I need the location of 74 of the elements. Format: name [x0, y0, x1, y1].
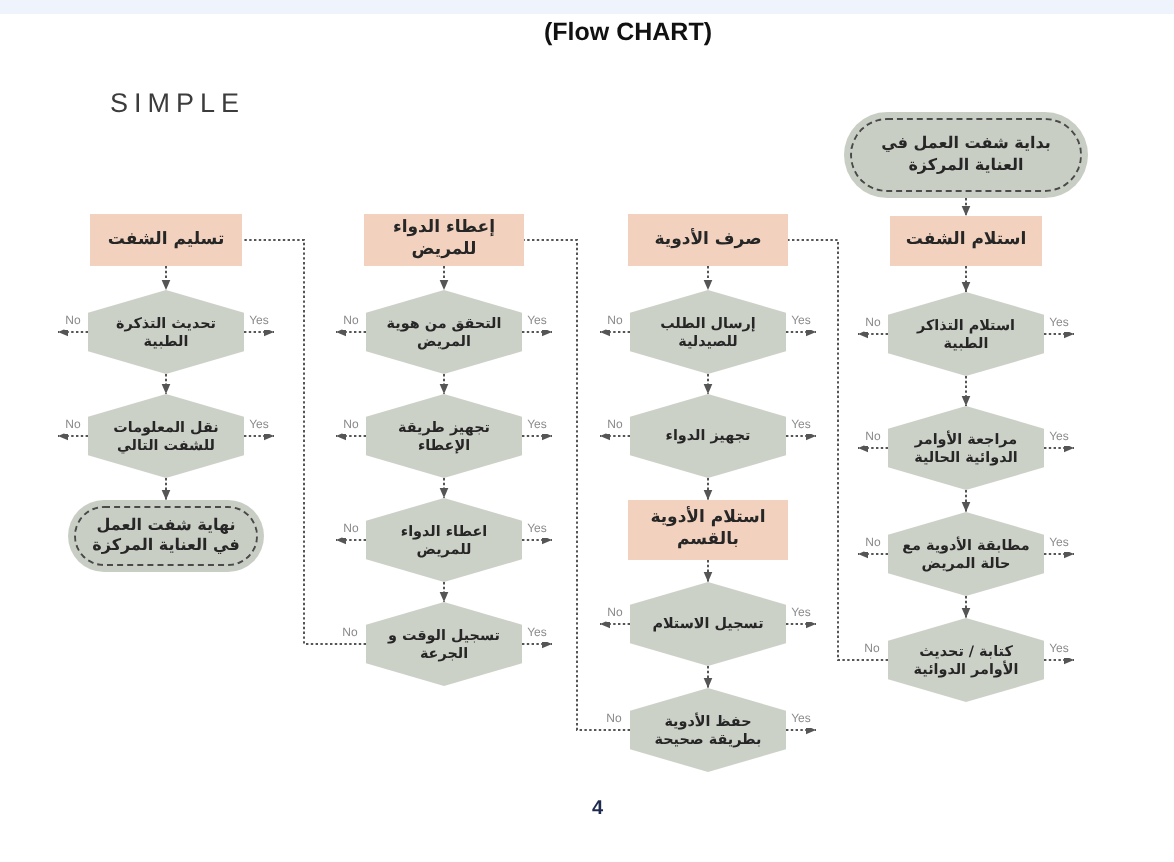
- arrow: [961, 489, 971, 513]
- arrow: [1043, 329, 1075, 339]
- arrow: [961, 375, 971, 407]
- process-box: [628, 214, 788, 266]
- decision-hexagon: [888, 292, 1044, 376]
- arrow: [703, 665, 713, 689]
- connector-line: [787, 239, 889, 661]
- step-label: استلام الشفت: [905, 230, 1027, 252]
- arrow: [1043, 549, 1075, 559]
- step-label: إعطاء الدواء للمريض: [390, 218, 498, 262]
- decision-hexagon: [888, 618, 1044, 702]
- step-label: استلام الأدوية بالقسم: [648, 508, 768, 552]
- arrow: [243, 327, 275, 337]
- arrow: [57, 431, 89, 441]
- arrow: [521, 327, 553, 337]
- arrow: [439, 581, 449, 603]
- arrow: [599, 619, 631, 629]
- connector-line: [523, 239, 631, 731]
- decision-hexagon: [88, 290, 244, 374]
- step-label: بداية شفت العمل في العناية المركزة: [879, 134, 1053, 176]
- arrow: [857, 329, 889, 339]
- decision-hexagon: [88, 394, 244, 478]
- step-label: صرف الأدوية: [654, 229, 762, 251]
- arrow: [439, 373, 449, 395]
- arrow: [243, 431, 275, 441]
- decision-hexagon: [366, 602, 522, 686]
- arrow: [703, 559, 713, 583]
- arrow: [521, 431, 553, 441]
- arrow: [785, 619, 817, 629]
- arrow: [785, 327, 817, 337]
- arrow: [599, 327, 631, 337]
- process-box: [628, 500, 788, 560]
- arrow: [335, 535, 367, 545]
- arrow: [703, 477, 713, 501]
- page-number: 4: [592, 798, 604, 820]
- decision-hexagon: [366, 394, 522, 478]
- arrow: [161, 265, 171, 291]
- connector-line: [241, 239, 367, 645]
- process-box: [364, 214, 524, 266]
- arrow: [439, 477, 449, 499]
- decision-hexagon: [366, 498, 522, 582]
- decision-hexagon: [630, 290, 786, 374]
- arrow: [961, 595, 971, 619]
- arrow: [57, 327, 89, 337]
- arrow: [521, 639, 553, 649]
- decision-hexagon: [366, 290, 522, 374]
- arrow: [857, 443, 889, 453]
- arrow: [857, 549, 889, 559]
- arrow: [785, 725, 817, 735]
- arrow: [961, 197, 971, 217]
- decision-hexagon: [888, 406, 1044, 490]
- arrow: [335, 431, 367, 441]
- arrow: [703, 265, 713, 291]
- decision-hexagon: [630, 582, 786, 666]
- process-box: [890, 216, 1042, 266]
- arrow: [1043, 655, 1075, 665]
- arrow: [599, 431, 631, 441]
- arrow: [961, 265, 971, 293]
- arrow: [521, 535, 553, 545]
- step-label: نهاية شفت العمل في العناية المركزة: [92, 515, 240, 557]
- arrow: [703, 373, 713, 395]
- process-box: [90, 214, 242, 266]
- arrow: [161, 477, 171, 501]
- arrow: [439, 265, 449, 291]
- decision-hexagon: [630, 394, 786, 478]
- step-label: تسليم الشفت: [107, 229, 225, 251]
- heading-text: SIMPLE: [110, 88, 246, 118]
- decision-hexagon: [888, 512, 1044, 596]
- arrow: [1043, 443, 1075, 453]
- arrow: [161, 373, 171, 395]
- diagram-title: (Flow CHART): [544, 18, 712, 46]
- decision-hexagon: [630, 688, 786, 772]
- arrow: [335, 327, 367, 337]
- arrow: [785, 431, 817, 441]
